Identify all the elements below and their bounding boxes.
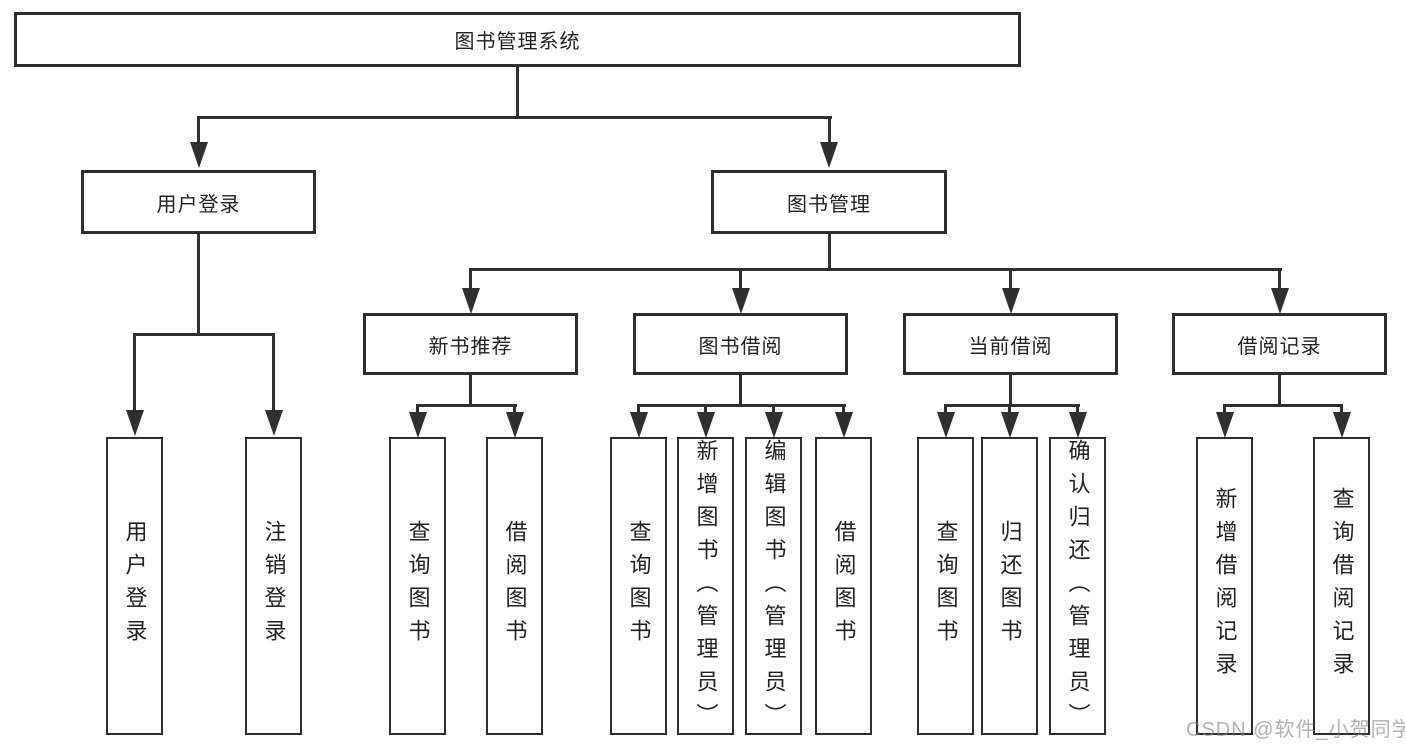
arrow-head xyxy=(630,412,648,438)
arrow-head xyxy=(265,410,283,436)
edge-line xyxy=(944,404,947,414)
node-label: 查询借阅记录 xyxy=(1329,487,1355,685)
edge-line xyxy=(704,404,707,414)
leaf-query-borrow-record: 查询借阅记录 xyxy=(1313,437,1370,735)
edge-line xyxy=(272,333,275,411)
edge-line xyxy=(469,375,472,407)
node-label: 注销登录 xyxy=(261,520,287,652)
node-label: 借阅记录 xyxy=(1237,335,1322,358)
arrow-head xyxy=(1216,412,1234,438)
node-label: 归还图书 xyxy=(997,520,1023,652)
edge-line xyxy=(416,404,419,414)
arrow-head xyxy=(937,412,955,438)
node-user-login: 用户登录 xyxy=(81,170,316,234)
edge-line xyxy=(513,404,516,414)
node-label: 图书借阅 xyxy=(698,335,783,358)
arrow-head xyxy=(506,412,524,438)
edge-line xyxy=(739,375,742,407)
leaf-edit-books-admin: 编辑图书（管理员） xyxy=(745,437,802,736)
edge-line xyxy=(772,404,775,414)
csdn-watermark: CSDN @软件_小贺同学 xyxy=(1186,719,1405,741)
edge-line xyxy=(197,234,200,336)
edge-line xyxy=(1223,404,1226,414)
arrow-head xyxy=(1001,412,1019,438)
edge-line xyxy=(133,333,275,336)
node-book-borrowing: 图书借阅 xyxy=(633,313,848,375)
edge-line xyxy=(1009,268,1012,290)
leaf-query-books-current: 查询图书 xyxy=(917,437,974,735)
arrow-head xyxy=(1069,412,1087,438)
leaf-logout: 注销登录 xyxy=(245,437,302,735)
leaf-query-books-recommend: 查询图书 xyxy=(389,437,446,735)
node-label: 借阅图书 xyxy=(502,520,528,652)
node-label: 新增借阅记录 xyxy=(1212,487,1238,685)
edge-line xyxy=(197,116,832,119)
edge-line xyxy=(1223,404,1343,407)
edge-line xyxy=(828,234,831,271)
arrow-head xyxy=(1333,412,1351,438)
edge-line xyxy=(1278,268,1281,290)
leaf-borrow-books-recommend: 借阅图书 xyxy=(486,437,543,735)
edge-line xyxy=(739,268,742,290)
arrow-head xyxy=(820,142,838,168)
leaf-return-books: 归还图书 xyxy=(981,437,1038,735)
node-label: 新书推荐 xyxy=(428,335,513,358)
arrow-head xyxy=(835,412,853,438)
leaf-borrow-books: 借阅图书 xyxy=(815,437,872,735)
edge-line xyxy=(197,116,200,144)
leaf-confirm-return-admin: 确认归还（管理员） xyxy=(1049,437,1106,736)
node-new-book-recommendation: 新书推荐 xyxy=(363,313,578,375)
edge-line xyxy=(416,404,517,407)
arrow-head xyxy=(462,288,480,314)
edge-line xyxy=(1278,375,1281,407)
edge-line xyxy=(637,404,640,414)
leaf-query-books-borrowing: 查询图书 xyxy=(610,437,667,735)
edge-line xyxy=(469,268,472,290)
node-label: 图书管理 xyxy=(787,193,871,216)
node-label: 查询图书 xyxy=(626,520,652,652)
node-label: 图书管理系统 xyxy=(454,31,581,53)
arrow-head xyxy=(732,288,750,314)
node-label: 用户登录 xyxy=(156,193,241,216)
node-label: 查询图书 xyxy=(933,520,959,652)
arrow-head xyxy=(1271,288,1289,314)
leaf-user-login: 用户登录 xyxy=(106,437,163,735)
node-label: 借阅图书 xyxy=(831,520,857,652)
leaf-add-books-admin: 新增图书（管理员） xyxy=(677,437,734,736)
edge-line xyxy=(1008,404,1011,414)
arrow-head xyxy=(765,412,783,438)
node-label: 新增图书（管理员） xyxy=(693,439,719,736)
edge-line xyxy=(637,404,846,407)
edge-line xyxy=(1076,404,1079,414)
edge-line xyxy=(944,404,1080,407)
arrow-head xyxy=(126,410,144,436)
node-borrowing-records: 借阅记录 xyxy=(1172,313,1387,375)
arrow-head xyxy=(190,142,208,168)
node-label: 确认归还（管理员） xyxy=(1065,439,1091,736)
node-current-borrowing: 当前借阅 xyxy=(903,313,1118,375)
edge-line xyxy=(469,268,1282,271)
edge-line xyxy=(516,67,519,118)
edge-line xyxy=(828,116,831,144)
arrow-head xyxy=(697,412,715,438)
arrow-head xyxy=(1002,288,1020,314)
node-library-management-system: 图书管理系统 xyxy=(14,12,1021,67)
node-label: 用户登录 xyxy=(122,520,148,652)
edge-line xyxy=(133,333,136,411)
node-label: 编辑图书（管理员） xyxy=(761,439,787,736)
edge-line xyxy=(842,404,845,414)
node-book-management: 图书管理 xyxy=(711,170,947,234)
arrow-head xyxy=(409,412,427,438)
node-label: 查询图书 xyxy=(405,520,431,652)
leaf-add-borrow-record: 新增借阅记录 xyxy=(1196,437,1253,735)
node-label: 当前借阅 xyxy=(968,335,1053,358)
edge-line xyxy=(1009,375,1012,407)
edge-line xyxy=(1340,404,1343,414)
